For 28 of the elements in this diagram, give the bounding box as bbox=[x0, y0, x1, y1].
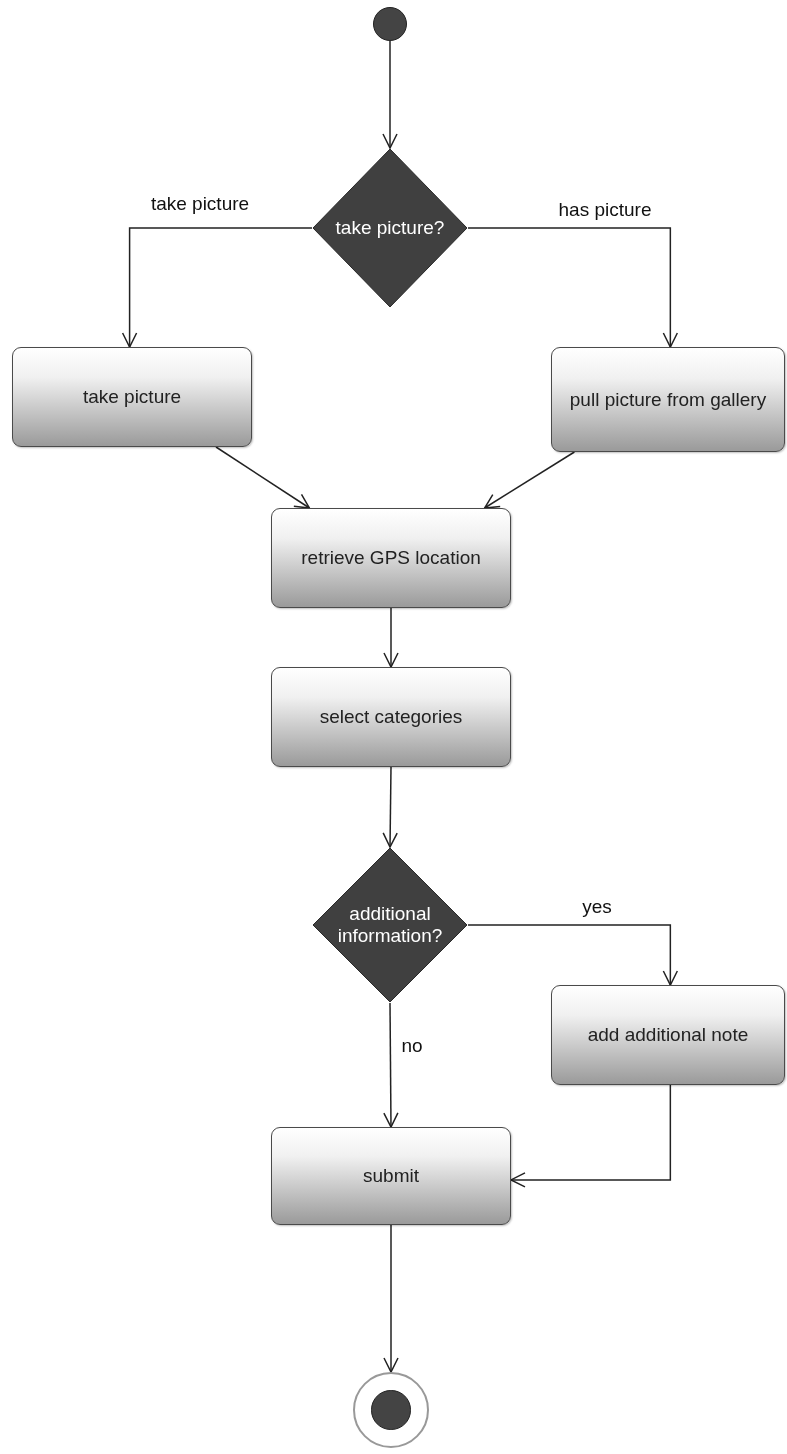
action-label: add additional note bbox=[587, 1024, 749, 1046]
action-label: select categories bbox=[319, 706, 463, 728]
decision-diamond bbox=[312, 847, 468, 1003]
decision-diamond bbox=[312, 148, 468, 308]
action-box bbox=[551, 347, 785, 452]
arrow bbox=[215, 446, 311, 509]
action-box bbox=[551, 985, 785, 1085]
action-box bbox=[271, 1127, 511, 1225]
action-box bbox=[271, 667, 511, 767]
action-label: pull picture from gallery bbox=[569, 388, 767, 411]
arrow bbox=[382, 40, 398, 149]
arrow bbox=[121, 227, 313, 348]
action-label: retrieve GPS location bbox=[301, 547, 481, 569]
arrow bbox=[382, 766, 398, 848]
decision-label: additional information? bbox=[336, 903, 444, 947]
arrow bbox=[383, 1224, 399, 1373]
decision-label: take picture? bbox=[334, 217, 446, 239]
arrow bbox=[483, 451, 576, 509]
arrow bbox=[383, 607, 399, 668]
action-label: submit bbox=[363, 1165, 419, 1187]
arrow bbox=[510, 1084, 672, 1188]
arrow bbox=[467, 227, 679, 348]
action-box bbox=[12, 347, 252, 447]
action-label: take picture bbox=[82, 386, 182, 408]
initial-node bbox=[373, 7, 407, 41]
arrow bbox=[383, 1002, 399, 1128]
action-box bbox=[271, 508, 511, 608]
arrow bbox=[467, 924, 679, 986]
